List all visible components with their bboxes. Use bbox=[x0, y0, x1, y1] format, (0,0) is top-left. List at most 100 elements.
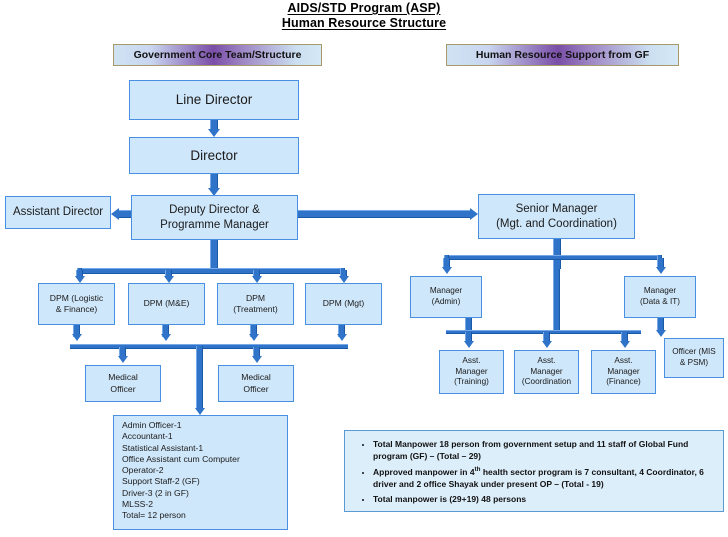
box-dpm-treatment[interactable]: DPM (Treatment) bbox=[217, 283, 294, 325]
box-senior-manager[interactable]: Senior Manager (Mgt. and Coordination) bbox=[478, 194, 635, 239]
box-director[interactable]: Director bbox=[129, 137, 299, 174]
connector-dpm-mgt-down bbox=[338, 325, 345, 337]
bus-manager-horizontal bbox=[444, 255, 662, 260]
box-dpm-me[interactable]: DPM (M&E) bbox=[128, 283, 205, 325]
arrowhead-bus-to-asst-manager-finance-icon bbox=[620, 341, 630, 348]
notes-bullet-2-superscript: th bbox=[474, 466, 481, 474]
connector-bus-to-manager-admin bbox=[443, 258, 450, 269]
arrowhead-bus-to-dpm-logistic-icon bbox=[75, 276, 85, 283]
notes-bullet-2: Approved manpower in 4th health sector p… bbox=[373, 465, 709, 490]
page-title-line-2-text: Human Resource Structure bbox=[281, 16, 447, 30]
box-manager-admin-line-1: Manager bbox=[429, 286, 463, 296]
notes-bullet-1-text: Total Manpower 18 person from government… bbox=[373, 439, 689, 462]
box-asst-manager-coordination[interactable]: Asst. Manager (Coordination bbox=[514, 350, 579, 394]
box-line-director-label: Line Director bbox=[175, 92, 253, 108]
arrowhead-dpm-mgt-down-icon bbox=[337, 334, 347, 341]
box-assistant-director-label: Assistant Director bbox=[12, 206, 104, 219]
box-medical-officer-left[interactable]: Medical Officer bbox=[85, 365, 161, 402]
box-dpm-treatment-line-2: (Treatment) bbox=[233, 304, 278, 314]
box-asst-manager-training[interactable]: Asst. Manager (Training) bbox=[439, 350, 504, 394]
box-deputy-director-line-1: Deputy Director & bbox=[169, 203, 260, 216]
box-officer-mis-psm-line-1: Officer (MIS bbox=[672, 347, 716, 357]
connector-senior-manager-long-down bbox=[553, 269, 560, 332]
connector-bus-to-dpm-treatment bbox=[253, 270, 260, 278]
connector-bus-to-asst-manager-finance bbox=[621, 332, 628, 343]
box-manager-admin[interactable]: Manager (Admin) bbox=[410, 276, 482, 318]
connector-bus-to-medical-officer-right bbox=[253, 347, 260, 358]
bus-medical-officer-horizontal bbox=[70, 344, 348, 349]
arrowhead-dpm-treatment-down-icon bbox=[249, 334, 259, 341]
box-medical-officer-left-line-2: Officer bbox=[110, 383, 136, 394]
box-asst-manager-coordination-line-1: Asst. bbox=[537, 355, 556, 365]
box-officer-mis-psm[interactable]: Officer (MIS & PSM) bbox=[664, 338, 724, 378]
box-manager-data-it[interactable]: Manager (Data & IT) bbox=[624, 276, 696, 318]
staff-list-item: Operator-2 bbox=[122, 465, 164, 475]
banner-government-core-team-label: Government Core Team/Structure bbox=[133, 49, 302, 61]
box-staff-list[interactable]: Admin Officer-1 Accountant-1 Statistical… bbox=[113, 415, 288, 530]
box-manager-data-it-line-1: Manager bbox=[643, 286, 677, 296]
bus-dpm-horizontal bbox=[77, 268, 345, 274]
staff-list-item: Total= 12 person bbox=[122, 510, 186, 520]
box-dpm-mgt-label: DPM (Mgt) bbox=[322, 298, 365, 309]
staff-list-item: MLSS-2 bbox=[122, 498, 154, 509]
connector-director-to-deputy-director bbox=[210, 174, 218, 190]
banner-human-resource-support-gf-label: Human Resource Support from GF bbox=[475, 49, 650, 61]
notes-bullet-2-text-b: health sector program is 7 consultant, 4… bbox=[373, 466, 704, 490]
box-dpm-logistic-finance-line-1: DPM (Logistic bbox=[49, 292, 104, 303]
box-assistant-director[interactable]: Assistant Director bbox=[5, 196, 111, 229]
connector-bus-to-manager-data-it bbox=[657, 258, 664, 269]
box-dpm-logistic-finance[interactable]: DPM (Logistic & Finance) bbox=[38, 283, 115, 325]
box-asst-manager-finance[interactable]: Asst. Manager (Finance) bbox=[591, 350, 656, 394]
staff-list-item: Support Staff-2 (GF) bbox=[122, 476, 200, 487]
box-manager-data-it-line-2: (Data & IT) bbox=[639, 297, 681, 306]
notes-bullet-3: Total manpower is (29+19) 48 persons bbox=[373, 493, 709, 505]
arrowhead-dpm-logistic-down-icon bbox=[72, 334, 82, 341]
staff-list-item: Statistical Assistant-1 bbox=[122, 442, 204, 453]
box-asst-manager-finance-line-2: Manager bbox=[607, 366, 640, 376]
box-medical-officer-right-line-2: Officer bbox=[243, 383, 269, 394]
connector-manager-admin-down bbox=[465, 318, 472, 332]
notes-panel: Total Manpower 18 person from government… bbox=[344, 430, 724, 512]
box-line-director[interactable]: Line Director bbox=[129, 80, 299, 120]
box-asst-manager-training-line-2: Manager bbox=[455, 366, 488, 376]
page-title-line-1-text: AIDS/STD Program (ASP) bbox=[287, 1, 441, 15]
box-asst-manager-finance-line-1: Asst. bbox=[614, 355, 633, 365]
connector-dpm-me-down bbox=[162, 325, 169, 337]
box-asst-manager-coordination-line-3: (Coordination bbox=[521, 377, 572, 387]
box-medical-officer-right-line-1: Medical bbox=[241, 372, 271, 383]
notes-bullet-1: Total Manpower 18 person from government… bbox=[373, 438, 709, 463]
arrowhead-line-director-to-director-icon bbox=[208, 129, 220, 137]
staff-list-item: Admin Officer-1 bbox=[122, 420, 182, 430]
arrowhead-bus-to-staff-list-icon bbox=[195, 408, 205, 415]
box-senior-manager-line-2: (Mgt. and Coordination) bbox=[496, 217, 617, 230]
connector-dpm-logistic-down bbox=[73, 325, 80, 337]
connector-senior-manager-down-to-bus bbox=[553, 239, 561, 269]
box-deputy-director-programme-manager[interactable]: Deputy Director & Programme Manager bbox=[131, 195, 298, 240]
connector-bus-to-asst-manager-training bbox=[465, 332, 472, 343]
arrowhead-bus-to-dpm-treatment-icon bbox=[252, 276, 262, 283]
page-title-line-2: Human Resource Structure bbox=[0, 16, 728, 30]
arrowhead-director-to-deputy-director-icon bbox=[208, 188, 220, 196]
connector-deputy-director-down-to-bus bbox=[210, 240, 218, 271]
arrowhead-bus-to-asst-manager-coordination-icon bbox=[542, 341, 552, 348]
box-asst-manager-training-line-1: Asst. bbox=[462, 355, 481, 365]
box-dpm-mgt[interactable]: DPM (Mgt) bbox=[305, 283, 382, 325]
box-deputy-director-line-2: Programme Manager bbox=[160, 218, 269, 231]
box-dpm-me-label: DPM (M&E) bbox=[143, 298, 190, 309]
box-director-label: Director bbox=[190, 147, 238, 163]
box-medical-officer-right[interactable]: Medical Officer bbox=[218, 365, 294, 402]
page-title-line-1: AIDS/STD Program (ASP) bbox=[0, 1, 728, 15]
connector-bus-to-medical-officer-left bbox=[119, 347, 126, 358]
connector-bus-to-staff-list bbox=[196, 346, 203, 410]
box-officer-mis-psm-line-2: & PSM) bbox=[679, 358, 709, 367]
staff-list-item: Accountant-1 bbox=[122, 431, 173, 442]
connector-dpm-treatment-down bbox=[250, 325, 257, 337]
box-manager-admin-line-2: (Admin) bbox=[431, 297, 461, 306]
connector-bus-to-dpm-logistic bbox=[76, 270, 83, 278]
box-dpm-logistic-finance-line-2: & Finance) bbox=[55, 304, 98, 314]
arrowhead-bus-to-dpm-me-icon bbox=[164, 276, 174, 283]
notes-bullet-2-text-a: Approved manpower in 4 bbox=[373, 466, 475, 477]
arrowhead-manager-data-it-to-officer-mis-icon bbox=[656, 330, 666, 337]
connector-bus-to-dpm-me bbox=[165, 270, 172, 278]
